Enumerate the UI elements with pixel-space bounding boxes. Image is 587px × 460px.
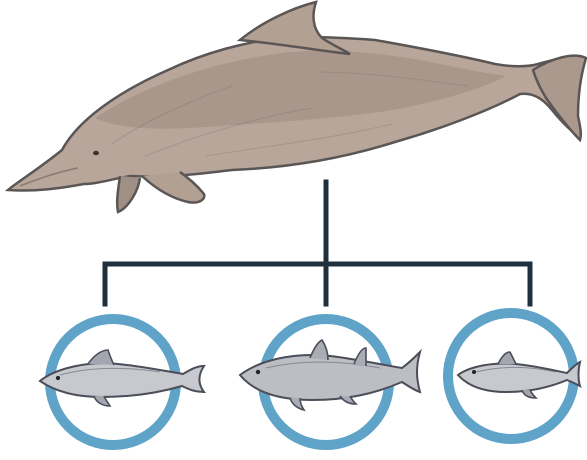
dolphin-eye: [93, 151, 99, 155]
river-dolphin-icon: [8, 2, 586, 212]
dolphin-front-flipper: [117, 176, 140, 212]
prey-fish-1: [40, 319, 204, 445]
prey-fish-3: [448, 313, 580, 439]
dolphin-belly-flipper: [142, 172, 204, 203]
fish-eye: [256, 370, 260, 374]
connector-lines: [105, 182, 530, 304]
prey-fish-2: [240, 319, 420, 445]
fish-eye: [472, 370, 476, 374]
fish-eye: [56, 376, 60, 380]
